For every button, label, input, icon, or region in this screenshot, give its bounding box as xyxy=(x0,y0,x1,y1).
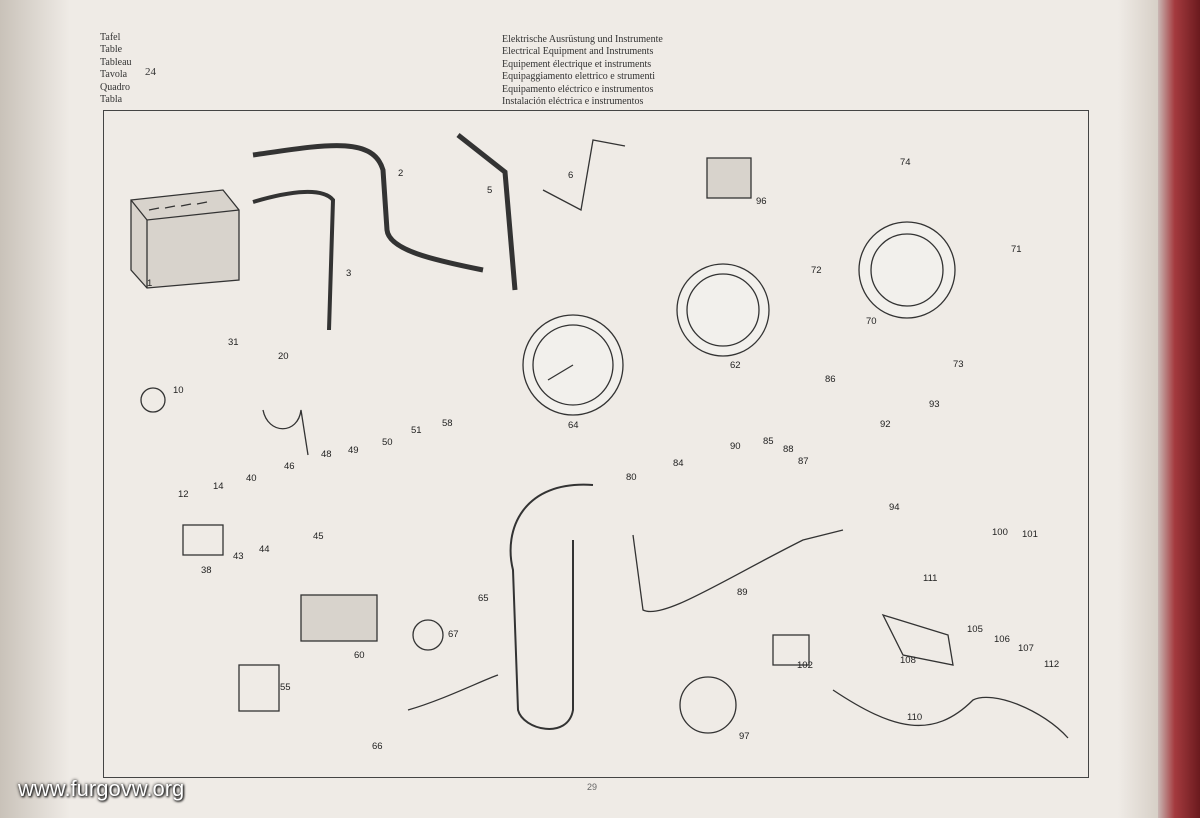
callout-38: 38 xyxy=(201,565,212,576)
section-title: Electrical Equipment and Instruments xyxy=(502,46,654,58)
cable-part xyxy=(509,483,594,730)
callout-100: 100 xyxy=(992,527,1008,538)
callout-65: 65 xyxy=(478,593,489,604)
callout-111: 111 xyxy=(923,573,937,584)
plate-label: Tavola xyxy=(100,69,128,81)
plate-label: Tabla xyxy=(100,94,123,106)
callout-31: 31 xyxy=(228,337,239,348)
callout-10: 10 xyxy=(173,385,184,396)
parts-diagram: 1 2 3 5 6 10 12 14 20 31 38 40 43 44 45 … xyxy=(130,133,1069,752)
bracket-part xyxy=(542,139,626,211)
battery-part xyxy=(130,189,240,289)
callout-101: 101 xyxy=(1022,529,1038,540)
diagram-frame xyxy=(103,110,1089,778)
callout-58: 58 xyxy=(442,418,453,429)
callout-105: 105 xyxy=(967,624,983,635)
callout-50: 50 xyxy=(382,437,393,448)
callout-90: 90 xyxy=(730,441,741,452)
callout-45: 45 xyxy=(313,531,324,542)
regulator-part xyxy=(772,634,810,666)
callout-46: 46 xyxy=(284,461,295,472)
speedo-cable-part xyxy=(407,674,499,711)
callout-67: 67 xyxy=(448,629,459,640)
book-edge xyxy=(1158,0,1200,818)
callout-97: 97 xyxy=(739,731,750,742)
section-title: Instalación eléctrica e instrumentos xyxy=(502,96,644,108)
callout-96: 96 xyxy=(756,196,767,207)
relay-part xyxy=(706,157,752,199)
cable-part-110 xyxy=(832,689,1069,739)
page-number: 29 xyxy=(587,782,598,792)
callout-94: 94 xyxy=(889,502,900,513)
callout-106: 106 xyxy=(994,634,1010,645)
section-title: Equipaggiamento elettrico e strumenti xyxy=(502,71,656,83)
bracket-part-108 xyxy=(881,613,954,666)
callout-62: 62 xyxy=(730,360,741,371)
plate-number: 24 xyxy=(145,66,156,78)
callout-86: 86 xyxy=(825,374,836,385)
callout-107: 107 xyxy=(1018,643,1034,654)
wiring-harness-part xyxy=(632,529,844,613)
callout-6: 6 xyxy=(568,170,573,181)
speedometer-part xyxy=(858,221,956,319)
watermark-text: www.furgovw.org xyxy=(18,776,185,801)
section-title: Equipamento eléctrico e instrumentos xyxy=(502,83,654,95)
callout-14: 14 xyxy=(213,481,224,492)
cap-part xyxy=(140,387,166,413)
callout-48: 48 xyxy=(321,449,332,460)
switch-part xyxy=(182,524,224,556)
callout-92: 92 xyxy=(880,419,891,430)
callout-85: 85 xyxy=(763,436,774,447)
callout-70: 70 xyxy=(866,316,877,327)
callout-12: 12 xyxy=(178,489,189,500)
plate-label: Quadro xyxy=(100,81,130,93)
callout-1: 1 xyxy=(147,278,152,289)
callout-71: 71 xyxy=(1011,244,1022,255)
callout-40: 40 xyxy=(246,473,257,484)
callout-5: 5 xyxy=(487,185,492,196)
plate-label: Table xyxy=(100,44,123,56)
plate-label: Tableau xyxy=(100,56,132,68)
plate-label: Tafel xyxy=(100,32,121,43)
clip-part xyxy=(262,409,309,456)
horn-part xyxy=(679,676,737,734)
callout-72: 72 xyxy=(811,265,822,276)
callout-60: 60 xyxy=(354,650,365,661)
callout-20: 20 xyxy=(278,351,289,362)
callout-43: 43 xyxy=(233,551,244,562)
grommet-part xyxy=(412,619,444,651)
section-title: Elektrische Ausrüstung und Instrumente xyxy=(502,34,663,45)
callout-73: 73 xyxy=(953,359,964,370)
section-titles: Elektrische Ausrüstung und Instrumente E… xyxy=(502,34,663,108)
callout-3: 3 xyxy=(346,268,351,279)
catalog-page xyxy=(0,0,1158,818)
callout-2: 2 xyxy=(398,168,403,179)
battery-cable-part xyxy=(252,143,484,273)
callout-88: 88 xyxy=(783,444,794,455)
callout-93: 93 xyxy=(929,399,940,410)
plate-labels: Tafel Table Tableau Tavola Quadro Tabla xyxy=(100,32,132,106)
ground-cable-part xyxy=(252,190,336,331)
terminal-block-part xyxy=(238,664,280,712)
ground-strap-part xyxy=(456,133,518,291)
fuel-gauge-part xyxy=(676,263,770,357)
callout-64: 64 xyxy=(568,420,579,431)
callout-74: 74 xyxy=(900,157,911,168)
fuse-box-part xyxy=(300,594,378,642)
callout-112: 112 xyxy=(1044,659,1059,670)
callout-108: 108 xyxy=(900,655,916,666)
callout-87: 87 xyxy=(798,456,809,467)
callout-110: 110 xyxy=(907,712,922,723)
callout-51: 51 xyxy=(411,425,422,436)
callout-44: 44 xyxy=(259,544,270,555)
callout-49: 49 xyxy=(348,445,359,456)
callout-84: 84 xyxy=(673,458,684,469)
callout-66: 66 xyxy=(372,741,383,752)
section-title: Equipement électrique et instruments xyxy=(502,58,652,70)
callout-102: 102 xyxy=(797,660,813,671)
callout-80: 80 xyxy=(626,472,637,483)
callout-55: 55 xyxy=(280,682,291,693)
callout-89: 89 xyxy=(737,587,748,598)
